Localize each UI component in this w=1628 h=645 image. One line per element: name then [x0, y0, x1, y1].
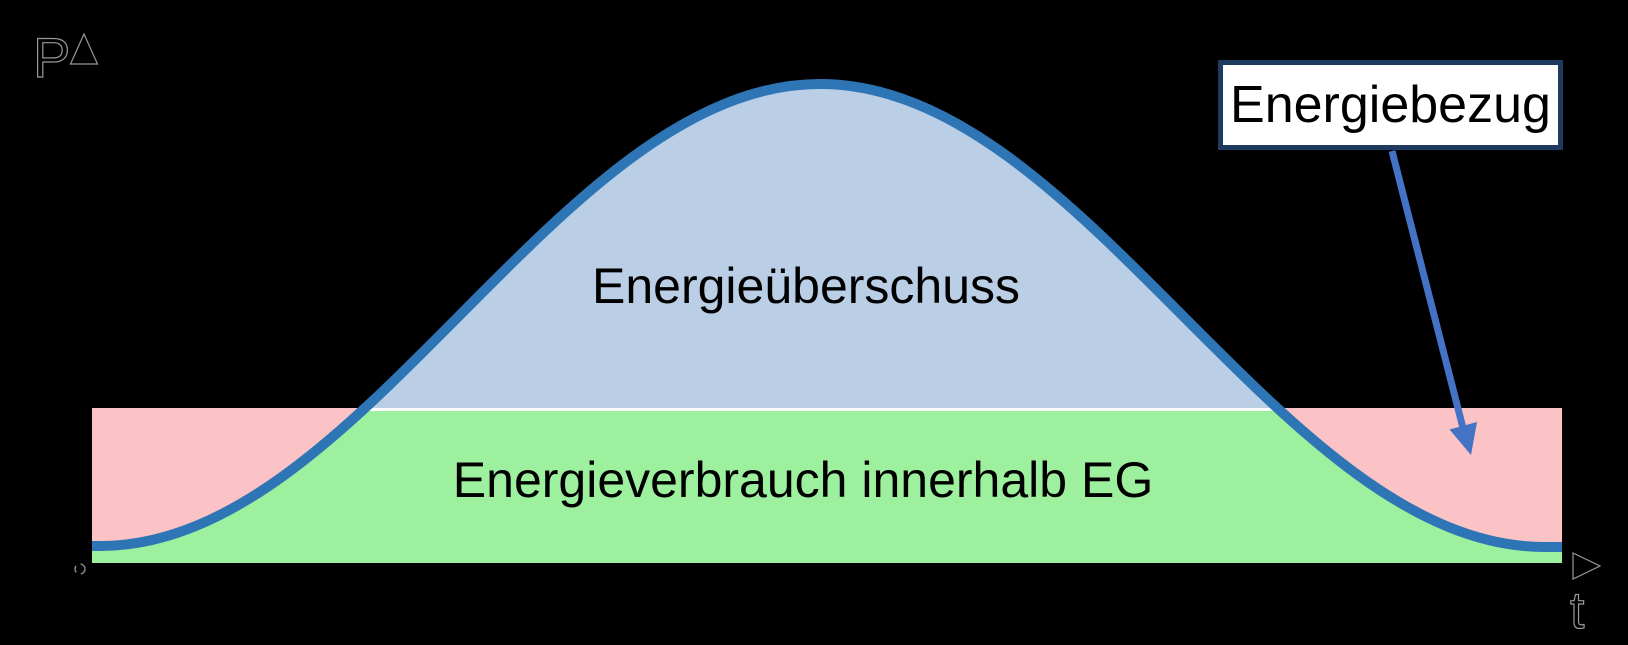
callout-label: Energiebezug: [1230, 76, 1551, 134]
origin-mark: [74, 563, 86, 575]
x-axis-label: t: [1570, 582, 1585, 640]
x-axis-arrow-icon: [1572, 552, 1602, 580]
power-curve: [92, 78, 1562, 552]
callout-arrow-head-icon: [1449, 422, 1477, 455]
callout-box: Energiebezug: [1218, 60, 1563, 150]
callout-arrow-shaft: [1388, 150, 1467, 429]
y-axis-arrow-icon: [69, 32, 99, 65]
consumption-label: Energieverbrauch innerhalb EG: [452, 452, 1154, 508]
y-axis-label: P: [33, 26, 70, 89]
surplus-label: Energieüberschuss: [591, 258, 1021, 314]
